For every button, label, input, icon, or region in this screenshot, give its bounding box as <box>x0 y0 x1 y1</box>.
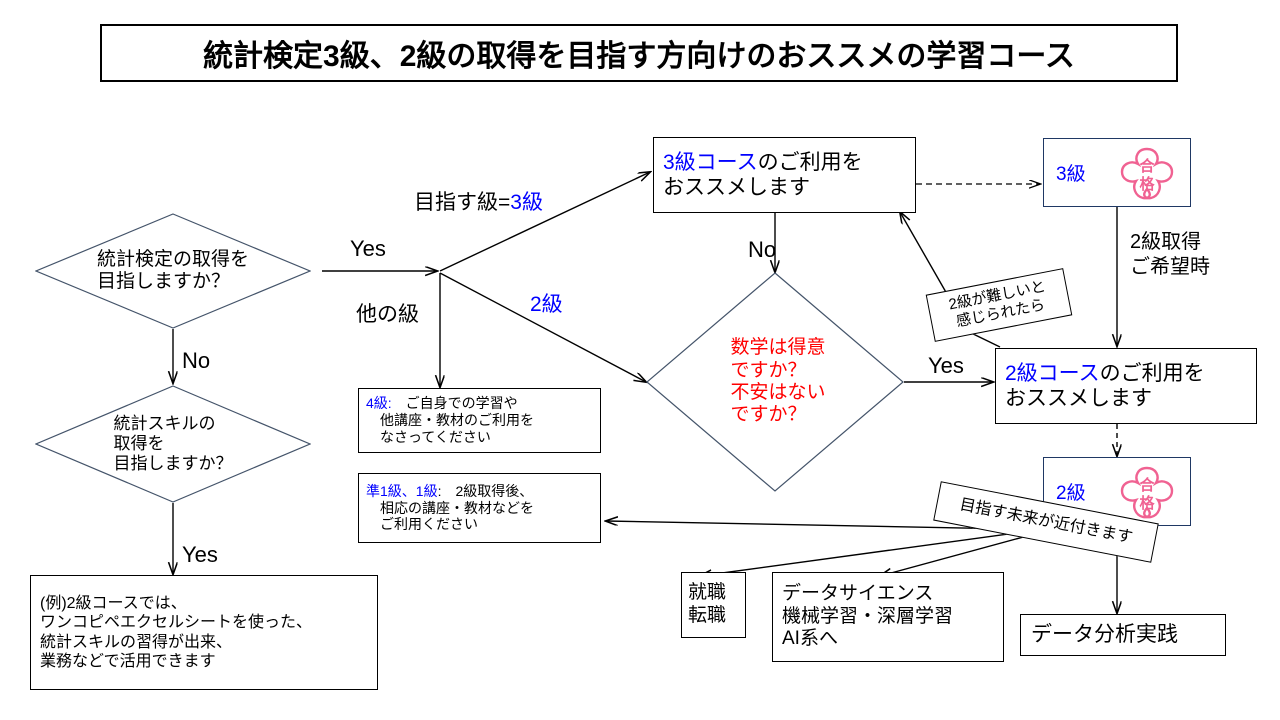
decision-2-text: 統計スキルの 取得を 目指しますか？ <box>113 413 233 474</box>
badge-pass-grade2-grade: 2級 <box>1056 483 1086 504</box>
grade4-accent: 4級: <box>366 395 392 412</box>
sakura-stamp-text-top: 合 <box>1138 476 1155 494</box>
edge-label-yes-2: Yes <box>182 542 218 567</box>
diamond-shape <box>646 272 904 492</box>
example-line2: ワンコピペエクセルシートを使った、 <box>40 614 313 632</box>
box-data-analysis-practice-text: データ分析実践 <box>1031 623 1178 647</box>
target-grade-value: 3級 <box>510 191 543 214</box>
edge-label-yes-1: Yes <box>350 236 386 261</box>
diamond-shape <box>35 213 311 329</box>
course3-rest: のご利用を <box>757 150 863 174</box>
example-line3: 統計スキルの習得が出来、 <box>40 633 233 651</box>
page-title-text: 統計検定3級、2級の取得を目指す方向けのおススメの学習コース <box>203 40 1075 73</box>
box-course-grade3-text: 3級コースのご利用を おススメします <box>663 150 863 200</box>
grade4-line2: 他講座・教材のご利用を <box>366 412 534 429</box>
edge-label-want-grade2: 2級取得 ご希望時 <box>1130 231 1210 278</box>
grade1-line2: 相応の講座・教材などを <box>366 499 534 516</box>
edge-label-no-math: No <box>748 237 777 262</box>
sakura-stamp-text-bottom: 格 <box>1139 175 1155 193</box>
example-line4: 業務などで活用できます <box>40 652 216 670</box>
example-line1: (例)2級コースでは、 <box>40 595 187 613</box>
box-course-grade2[interactable]: 2級コースのご利用を おススメします <box>995 348 1257 424</box>
edge-label-target-grade-3: 目指す級=3級 <box>414 186 543 216</box>
course3-line2: おススメします <box>663 176 810 199</box>
tag-grade2-too-hard: 2級が難しいと 感じられたら <box>925 268 1073 342</box>
grade4-line3: なさってください <box>366 428 491 445</box>
grade1-accent: 準1級、1級 <box>366 482 438 499</box>
grade4-line1-rest: ご自身での学習や <box>391 395 518 412</box>
sakura-stamp-text-bottom: 格 <box>1139 494 1155 512</box>
badge-pass-grade3-grade: 3級 <box>1056 164 1086 185</box>
badge-pass-grade3: 3級 合 格 <box>1043 138 1191 207</box>
sakura-stamp-icon: 合 格 <box>1120 147 1174 200</box>
grade1-line3: ご利用ください <box>366 516 478 533</box>
box-course-grade2-text: 2級コースのご利用を おススメします <box>1005 361 1205 411</box>
box-data-analysis-practice: データ分析実践 <box>1020 614 1226 656</box>
box-example-grade2-course: (例)2級コースでは、 ワンコピペエクセルシートを使った、 統計スキルの習得が出… <box>30 575 378 690</box>
box-grade4-advice: 4級: ご自身での学習や 他講座・教材のご利用を なさってください <box>358 388 601 453</box>
decision-1-text: 統計検定の取得を 目指しますか？ <box>96 248 249 292</box>
course2-accent: 2級コース <box>1005 361 1100 385</box>
target-grade-prefix: 目指す級= <box>414 191 511 214</box>
sakura-stamp-icon: 合 格 <box>1120 466 1174 519</box>
edge-label-yes-math: Yes <box>928 353 964 378</box>
decision-aim-for-certification[interactable]: 統計検定の取得を 目指しますか？ <box>35 213 311 329</box>
box-course-grade3[interactable]: 3級コースのご利用を おススメします <box>653 137 916 213</box>
decision-aim-for-stats-skill[interactable]: 統計スキルの 取得を 目指しますか？ <box>35 385 311 503</box>
edge-label-grade-2: 2級 <box>530 293 563 316</box>
edge-label-no-1: No <box>182 348 211 373</box>
decision-3-text: 数学は得意 ですか？ 不安はない ですか？ <box>730 337 826 426</box>
decision-good-at-math[interactable]: 数学は得意 ですか？ 不安はない ですか？ <box>646 272 904 492</box>
course2-rest: のご利用を <box>1099 361 1205 385</box>
box-example-text: (例)2級コースでは、 ワンコピペエクセルシートを使った、 統計スキルの習得が出… <box>40 594 312 671</box>
box-data-science-text: データサイエンス 機械学習・深層学習 AI系へ <box>782 582 954 650</box>
box-employment-text: 就職 転職 <box>688 582 727 626</box>
course3-accent: 3級コース <box>663 150 758 174</box>
box-grade1-text: 準1級、1級: 2級取得後、 相応の講座・教材などを ご利用ください <box>366 483 534 533</box>
box-data-science: データサイエンス 機械学習・深層学習 AI系へ <box>772 572 1004 662</box>
sakura-stamp-text-top: 合 <box>1138 157 1155 175</box>
diamond-shape <box>35 385 311 503</box>
box-grade4-text: 4級: ご自身での学習や 他講座・教材のご利用を なさってください <box>366 395 534 445</box>
page-title: 統計検定3級、2級の取得を目指す方向けのおススメの学習コース <box>100 24 1178 82</box>
tag-grade2-too-hard-text: 2級が難しいと 感じられたら <box>947 277 1048 331</box>
box-grade1-advice: 準1級、1級: 2級取得後、 相応の講座・教材などを ご利用ください <box>358 473 601 543</box>
box-employment: 就職 転職 <box>681 572 746 638</box>
course2-line2: おススメします <box>1005 387 1152 410</box>
grade1-line1-rest: : 2級取得後、 <box>437 482 534 499</box>
edge-label-other-grade: 他の級 <box>356 303 419 326</box>
